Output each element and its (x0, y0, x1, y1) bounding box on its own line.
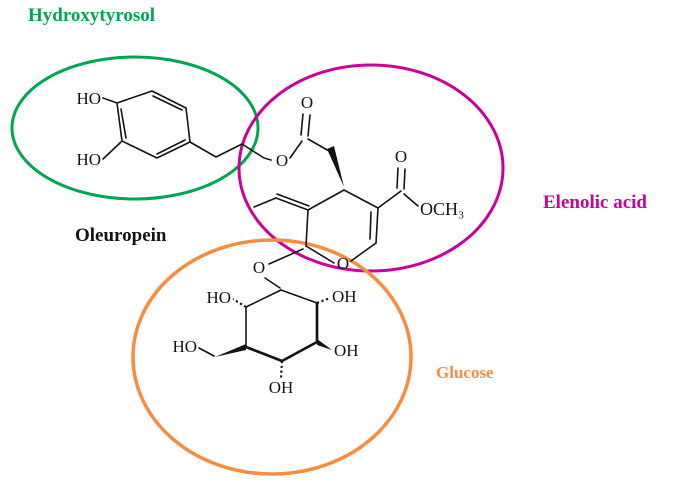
glc-oh-right-wedge (317, 339, 332, 350)
ho-bottom-label: HO (76, 150, 101, 169)
glc-oh-top-right-label: OH (332, 287, 357, 306)
elenolic-acid-label: Elenolic acid (543, 192, 647, 213)
elenolic-acid-structure: O O O O OCH₃ (253, 93, 464, 273)
ho-top-label: HO (76, 89, 101, 108)
glc-oh-right-label: OH (334, 341, 359, 360)
glc-ch2-ho-label: HO (172, 337, 197, 356)
glucose-label: Glucose (436, 363, 494, 382)
ester-carbonyl-o-label: O (301, 93, 313, 112)
glycosidic-o-label: O (253, 258, 265, 277)
hydroxytyrosol-structure: HO HO (76, 89, 272, 169)
glc-ho-top-left-label: HO (206, 288, 231, 307)
glucose-region-circle (131, 238, 413, 476)
glc-ch2-wedge (215, 344, 246, 357)
elenolic-acid-region-circle (237, 63, 505, 273)
ester-o-label: O (276, 151, 288, 170)
ethyl-chain (189, 141, 272, 161)
pyran-ring-o-label: O (337, 254, 349, 273)
hydroxytyrosol-region-circle (10, 55, 260, 201)
glucose-structure: O HO OH OH OH HO (172, 248, 359, 397)
methyl-ester-carbonyl-o-label: O (395, 147, 407, 166)
och3-label: OCH₃ (420, 199, 464, 219)
compound-name-label: Oleuropein (75, 225, 167, 246)
hydroxytyrosol-label: Hydroxytyrosol (28, 5, 155, 26)
stereo-wedge-bond (327, 146, 344, 187)
benzene-ring (116, 90, 191, 159)
glc-oh-bottom-label: OH (269, 378, 294, 397)
